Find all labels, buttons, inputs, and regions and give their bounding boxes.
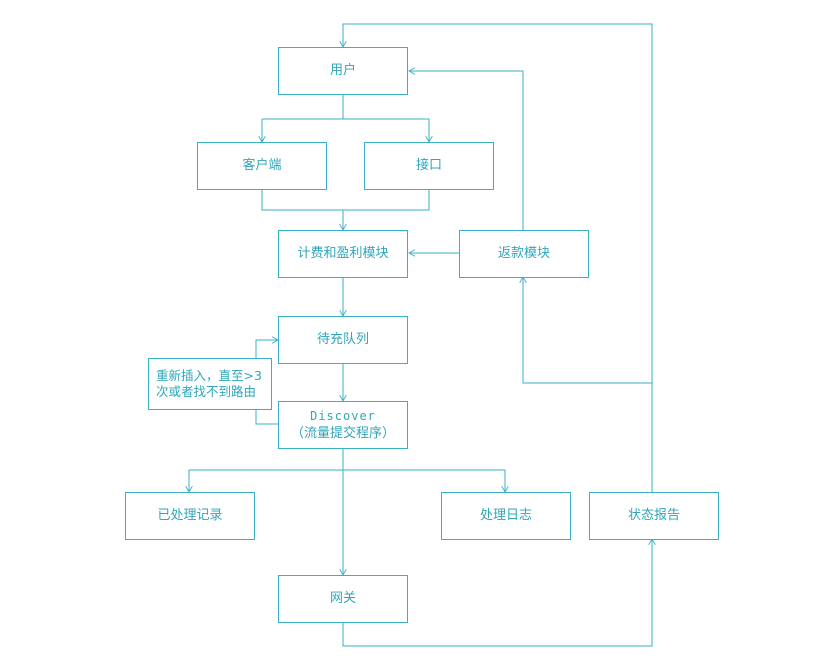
billing-node: 计费和盈利模块: [278, 230, 408, 278]
edge-client-merge: [261, 189, 430, 211]
edge-user-split: [262, 95, 344, 120]
gateway-node: 网关: [278, 575, 408, 623]
billing-label: 计费和盈利模块: [297, 246, 389, 261]
retry-line-2: 次或者找不到路由: [156, 384, 257, 399]
edge-gateway-status: [342, 539, 652, 647]
gateway-label: 网关: [329, 591, 356, 606]
edge-discover-split: [189, 448, 344, 471]
api-node: 接口: [364, 142, 494, 190]
api-label: 接口: [415, 158, 442, 173]
status-node: 状态报告: [589, 492, 719, 540]
retry-note: 重新插入，直至>3 次或者找不到路由: [148, 358, 272, 410]
client-label: 客户端: [242, 158, 282, 173]
rebate-label: 返款模块: [497, 246, 550, 261]
edge-rebate-user: [409, 71, 524, 230]
user-label: 用户: [329, 63, 356, 78]
processed-node: 已处理记录: [125, 492, 255, 540]
edge-status-user: [343, 23, 653, 492]
queue-node: 待充队列: [278, 316, 408, 364]
log-label: 处理日志: [479, 508, 532, 523]
rebate-node: 返款模块: [459, 230, 589, 278]
discover-title: Discover: [310, 409, 376, 423]
processed-label: 已处理记录: [157, 508, 223, 523]
retry-line-1: 重新插入，直至>3: [156, 368, 262, 383]
client-node: 客户端: [197, 142, 327, 190]
discover-subtitle: （流量提交程序）: [290, 426, 395, 441]
status-label: 状态报告: [627, 508, 680, 523]
edge-status-rebate: [523, 277, 652, 384]
log-node: 处理日志: [441, 492, 571, 540]
edge-to-log: [343, 469, 505, 492]
queue-label: 待充队列: [316, 332, 369, 347]
edge-to-api: [343, 118, 429, 142]
user-node: 用户: [278, 47, 408, 95]
discover-node: Discover （流量提交程序）: [278, 401, 408, 449]
